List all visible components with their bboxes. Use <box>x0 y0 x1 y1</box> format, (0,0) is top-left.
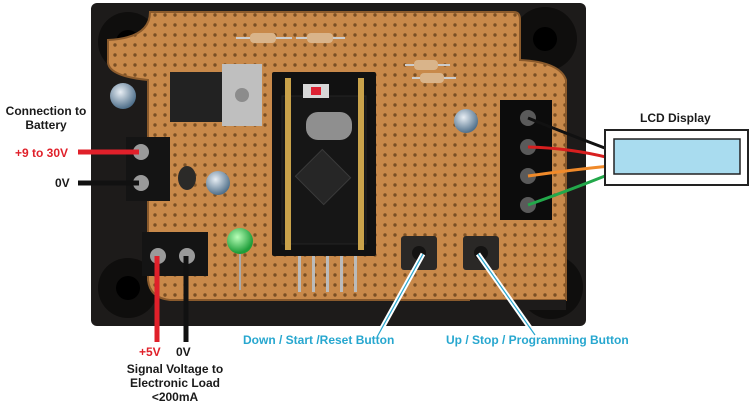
mounting-post-top-right <box>513 7 577 71</box>
lcd-wire-red <box>527 145 611 160</box>
battery-connection-label: Connection to Battery <box>5 104 87 132</box>
signal-positive-label: +5V <box>139 345 161 359</box>
up-button <box>463 236 499 270</box>
battery-terminal-block <box>126 137 170 201</box>
up-button-pointer-outline <box>477 253 536 336</box>
lcd-display <box>604 129 749 186</box>
up-button-label: Up / Stop / Programming Button <box>446 333 629 347</box>
lcd-wire-green <box>527 172 611 207</box>
battery-ground-label: 0V <box>55 176 70 190</box>
signal-terminal-block <box>142 232 208 276</box>
signal-ground-label: 0V <box>176 345 191 359</box>
lcd-wire-black <box>527 116 611 152</box>
down-button-label: Down / Start /Reset Button <box>243 333 395 347</box>
resistor-right-1 <box>405 60 450 70</box>
battery-positive-label: +9 to 30V <box>15 146 69 160</box>
capacitor-top-left <box>110 83 136 109</box>
resistor-top-1 <box>236 33 292 43</box>
green-led <box>227 228 253 254</box>
capacitor-right <box>454 109 478 133</box>
lcd-terminal-block <box>500 100 552 220</box>
capacitor-middle-left <box>206 171 230 195</box>
signal-voltage-label: Signal Voltage to Electronic Load <200mA <box>126 362 224 404</box>
voltage-regulator <box>170 64 262 126</box>
down-button <box>401 236 437 270</box>
capacitor-ceramic <box>178 166 196 190</box>
microcontroller-chip <box>294 148 352 206</box>
lcd-wire-orange <box>527 164 611 178</box>
resistor-top-2 <box>296 33 345 43</box>
stripboard-cutout-right <box>470 300 566 310</box>
lcd-display-label: LCD Display <box>640 111 711 125</box>
down-button-pointer-outline <box>376 253 424 338</box>
arduino-header-pins <box>298 256 357 292</box>
arduino-board <box>272 72 376 292</box>
resistor-right-2 <box>412 73 456 83</box>
